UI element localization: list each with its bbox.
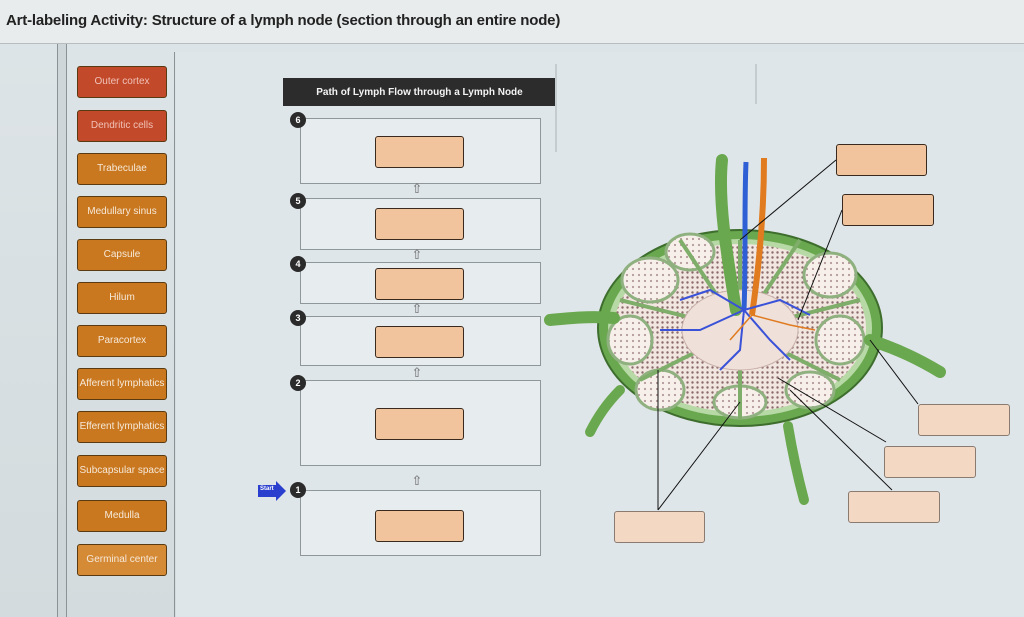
diagram-drop-zone-2[interactable] (842, 194, 934, 226)
label-tile-text: Paracortex (97, 335, 147, 347)
afferent-lymphatic (585, 385, 625, 437)
label-tile-dendritic-cells[interactable]: Dendritic cells (77, 110, 167, 142)
leader-lines (657, 159, 919, 511)
step-number-5: 5 (290, 193, 306, 209)
flow-drop-zone-6[interactable] (375, 136, 464, 168)
label-tile-text: Afferent lymphatics (79, 378, 165, 390)
label-tile-outer-cortex[interactable]: Outer cortex (77, 66, 167, 98)
diagram-drop-zone-6[interactable] (614, 511, 705, 543)
label-tile-capsule[interactable]: Capsule (77, 239, 167, 271)
artery (749, 157, 767, 316)
label-tile-paracortex[interactable]: Paracortex (77, 325, 167, 357)
label-tile-medullary-sinus[interactable]: Medullary sinus (77, 196, 167, 228)
start-label: Start (260, 486, 274, 492)
step-number-3: 3 (290, 310, 306, 326)
label-tile-subcapsular-space[interactable]: Subcapsular space (77, 455, 167, 487)
efferent-lymphatic-vessel (714, 154, 742, 316)
label-tile-afferent-lymphatics[interactable]: Afferent lymphatics (77, 368, 167, 400)
afferent-lymphatic (783, 421, 809, 505)
flow-panel-title: Path of Lymph Flow through a Lymph Node (283, 78, 556, 106)
afferent-lymphatic (544, 311, 620, 326)
label-tile-efferent-lymphatics[interactable]: Efferent lymphatics (77, 411, 167, 443)
title-bar: Art-labeling Activity: Structure of a ly… (0, 0, 1024, 44)
start-arrow-icon: Start (258, 481, 286, 501)
label-tile-text: Trabeculae (97, 163, 147, 175)
step-number-6: 6 (290, 112, 306, 128)
flow-drop-zone-4[interactable] (375, 268, 464, 300)
divider (755, 64, 757, 104)
up-arrow-icon: ⇧ (411, 247, 423, 262)
up-arrow-icon: ⇧ (411, 301, 423, 316)
step-number-1: 1 (290, 482, 306, 498)
diagram-drop-zone-4[interactable] (884, 446, 976, 478)
step-number-4: 4 (290, 256, 306, 272)
page-title: Art-labeling Activity: Structure of a ly… (6, 12, 561, 29)
up-arrow-icon: ⇧ (411, 181, 423, 196)
flow-drop-zone-2[interactable] (375, 408, 464, 440)
label-tile-trabeculae[interactable]: Trabeculae (77, 153, 167, 185)
label-tile-medulla[interactable]: Medulla (77, 500, 167, 532)
diagram-drop-zone-1[interactable] (836, 144, 927, 176)
label-bank-panel (67, 52, 175, 617)
label-tile-text: Capsule (103, 249, 141, 261)
label-tile-text: Medullary sinus (87, 206, 157, 218)
follicles (606, 232, 866, 420)
label-tile-text: Subcapsular space (79, 465, 165, 477)
flow-drop-zone-1[interactable] (375, 510, 464, 542)
label-tile-hilum[interactable]: Hilum (77, 282, 167, 314)
vessel-branches (660, 288, 811, 371)
flow-drop-zone-5[interactable] (375, 208, 464, 240)
flow-drop-zone-3[interactable] (375, 326, 464, 358)
divider (555, 64, 557, 152)
label-tile-text: Outer cortex (94, 76, 150, 88)
label-tile-text: Medulla (104, 510, 140, 522)
diagram-drop-zone-3[interactable] (918, 404, 1010, 436)
up-arrow-icon: ⇧ (411, 473, 423, 488)
label-tile-text: Efferent lymphatics (79, 421, 165, 433)
afferent-lymphatic (864, 334, 946, 378)
label-tile-text: Hilum (109, 292, 135, 304)
step-number-2: 2 (290, 375, 306, 391)
left-rail (57, 44, 67, 617)
label-tile-text: Dendritic cells (90, 120, 154, 132)
label-tile-germinal-center[interactable]: Germinal center (77, 544, 167, 576)
up-arrow-icon: ⇧ (411, 365, 423, 380)
diagram-drop-zone-5[interactable] (848, 491, 940, 523)
lymph-node-diagram (544, 154, 946, 511)
label-tile-text: Germinal center (86, 554, 158, 566)
